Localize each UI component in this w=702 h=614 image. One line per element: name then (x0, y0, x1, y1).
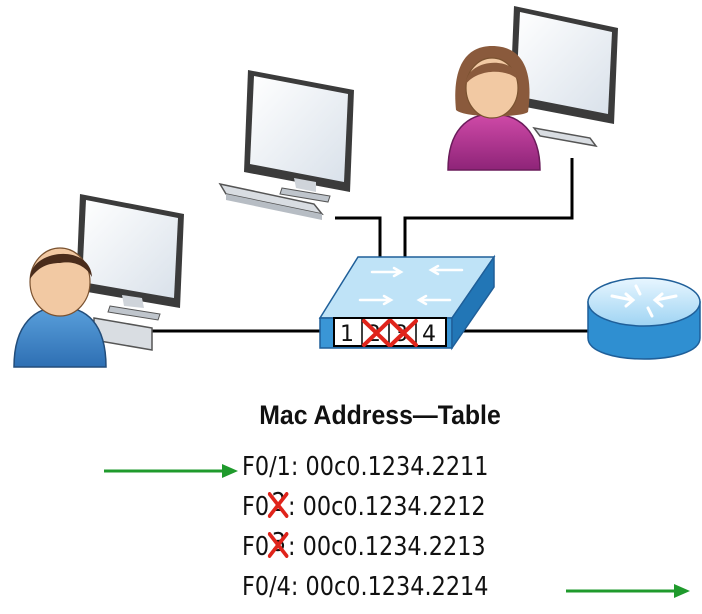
port-prefix: F0/ (242, 572, 277, 602)
blocked-x-icon: 2 (267, 488, 289, 518)
port-separator: : (290, 452, 299, 482)
arrow-icon (566, 584, 690, 598)
port-separator: : (288, 492, 296, 522)
mac-address: 00c0.1234.2213 (302, 532, 486, 562)
mac-table-row: F0/1: 00c0.1234.2211 (242, 452, 489, 492)
workstation-icon (218, 70, 354, 220)
mac-table-title: Mac Address—Table (259, 400, 501, 430)
blocked-x-icon (362, 319, 418, 347)
port-number: 4 (276, 572, 291, 602)
workstation-icon (510, 6, 618, 148)
workstation-icon (76, 194, 184, 351)
user-icon (447, 46, 541, 171)
mac-table-row: F02: 00c0.1234.2212 (242, 488, 486, 532)
port-separator: : (288, 532, 296, 562)
port-prefix: F0/ (242, 452, 277, 482)
user-icon (13, 247, 107, 368)
port-prefix: F0 (242, 532, 270, 562)
port-number: 1 (276, 452, 291, 482)
router-icon (587, 277, 701, 360)
mac-table-row: F0/4: 00c0.1234.2214 (242, 572, 489, 612)
switch-icon (318, 254, 496, 351)
blocked-x-icon: 3 (267, 528, 289, 558)
port-separator: : (290, 572, 299, 602)
mac-address: 00c0.1234.2211 (305, 452, 489, 482)
mac-table-row: F03: 00c0.1234.2213 (242, 528, 486, 572)
mac-address: 00c0.1234.2214 (305, 572, 489, 602)
port-label: 1 (340, 322, 354, 347)
arrow-icon (104, 464, 238, 478)
port-prefix: F0 (242, 492, 270, 522)
port-label: 4 (422, 322, 436, 347)
mac-address: 00c0.1234.2212 (302, 492, 486, 522)
